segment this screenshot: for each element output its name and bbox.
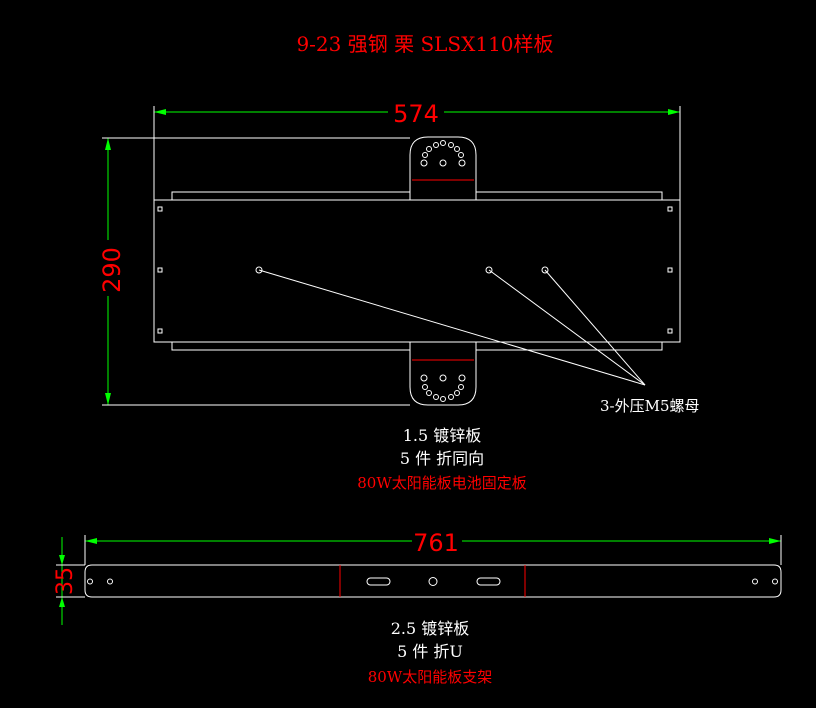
- top-tab: [409, 136, 477, 200]
- slot-right: [476, 577, 501, 586]
- dim-35-label: 35: [53, 567, 78, 595]
- bracket-outline: [84, 564, 782, 598]
- slot-left: [366, 577, 391, 586]
- part1-name: 80W太阳能板电池固定板: [357, 474, 527, 492]
- dim-761-label: 761: [413, 529, 459, 557]
- part1-plate: [153, 136, 681, 406]
- drawing-title: 9-23 强钢 栗 SLSX110样板: [296, 32, 553, 56]
- part1-material: 1.5 镀锌板: [403, 426, 482, 445]
- plate-outline: [153, 199, 681, 343]
- dim-290-label: 290: [98, 247, 126, 293]
- part2-quantity: 5 件 折U: [397, 642, 463, 661]
- part1-dimension-width: 574: [153, 100, 681, 200]
- top-flange: [171, 191, 663, 200]
- part2-dimension-width: 761: [84, 529, 782, 565]
- part1-dimension-height: 290: [98, 137, 410, 406]
- edge-holes: [157, 206, 673, 334]
- part2-material: 2.5 镀锌板: [391, 619, 470, 638]
- part2-name: 80W太阳能板支架: [368, 668, 493, 686]
- part2-dimension-height: 35: [53, 537, 85, 625]
- bottom-tab: [409, 342, 477, 406]
- nut-holes: [255, 266, 646, 386]
- part2-bracket: [84, 564, 782, 598]
- nut-leader-note: 3-外压M5螺母: [600, 397, 700, 415]
- dim-574-label: 574: [393, 100, 439, 128]
- bottom-flange: [171, 342, 663, 351]
- tab-holes: [420, 140, 466, 402]
- part1-quantity: 5 件 折同向: [400, 449, 484, 468]
